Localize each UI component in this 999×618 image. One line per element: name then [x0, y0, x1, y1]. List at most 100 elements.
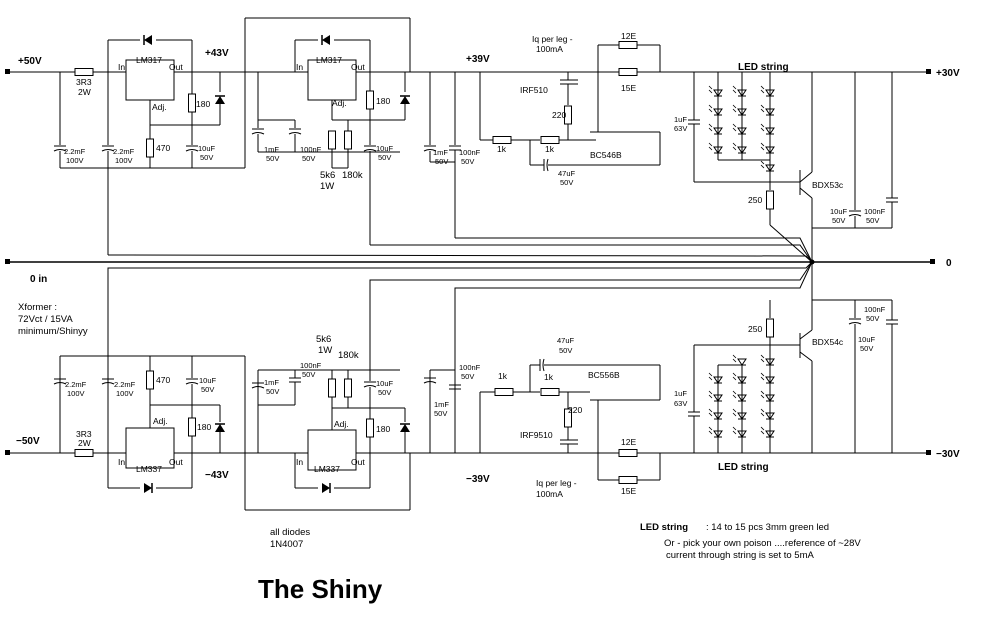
svg-text:1k: 1k [544, 372, 554, 382]
annotations: Iq per leg - 100mA LED string LED string… [18, 34, 861, 604]
svg-text:50V: 50V [378, 153, 391, 162]
page-title: The Shiny [258, 574, 383, 604]
svg-text:180: 180 [376, 96, 390, 106]
led-string-top: LED string [738, 62, 789, 73]
svg-text:BDX53c: BDX53c [812, 180, 844, 190]
svg-text:50V: 50V [435, 157, 448, 166]
pin-out-label: Out [169, 62, 183, 72]
svg-text:63V: 63V [674, 399, 687, 408]
svg-text:2.2mF: 2.2mF [65, 380, 87, 389]
svg-text:100nF: 100nF [864, 305, 886, 314]
svg-text:1mF: 1mF [264, 145, 279, 154]
svg-text:5k6: 5k6 [320, 170, 335, 181]
svg-text:50V: 50V [461, 157, 474, 166]
svg-text:1uF: 1uF [674, 115, 687, 124]
svg-text:50V: 50V [461, 372, 474, 381]
regulator-labels: LM317 In Out Adj. LM317 In Out Adj. LM33… [118, 55, 365, 474]
svg-text:1k: 1k [497, 144, 507, 154]
led-note-3: current through string is set to 5mA [666, 550, 815, 561]
svg-text:63V: 63V [674, 124, 687, 133]
iq-note-top-2: 100mA [536, 44, 563, 54]
svg-text:470: 470 [156, 143, 170, 153]
pin-out-label: Out [169, 457, 183, 467]
svg-text:50V: 50V [559, 346, 572, 355]
pin-in-label: In [118, 457, 125, 467]
svg-text:50V: 50V [860, 344, 873, 353]
svg-text:250: 250 [748, 324, 762, 334]
label-plus-43v: +43V [205, 48, 229, 59]
led-note-2: Or - pick your own poison ....reference … [664, 538, 861, 549]
svg-text:100nF: 100nF [459, 148, 481, 157]
xformer-note-2: 72Vct / 15VA [18, 314, 73, 325]
svg-text:100V: 100V [66, 156, 84, 165]
label-minus-30v: −30V [936, 449, 960, 460]
pin-adj-label: Adj. [152, 102, 167, 112]
ground-bus [5, 168, 935, 370]
pin-in-label: In [296, 457, 303, 467]
svg-text:10uF: 10uF [199, 376, 217, 385]
svg-text:IRF510: IRF510 [520, 85, 548, 95]
pin-adj-label: Adj. [153, 416, 168, 426]
rail-labels: +50V +43V +39V +30V 0 in 0 −50V −43V −39… [16, 48, 960, 485]
pin-adj-label: Adj. [332, 98, 347, 108]
lm317-2-label: LM317 [316, 55, 342, 65]
label-plus-39v: +39V [466, 54, 490, 65]
svg-text:100V: 100V [115, 156, 133, 165]
svg-text:1k: 1k [498, 371, 508, 381]
label-minus-50v: −50V [16, 436, 40, 447]
svg-text:IRF9510: IRF9510 [520, 430, 553, 440]
svg-text:50V: 50V [866, 216, 879, 225]
svg-text:50V: 50V [378, 388, 391, 397]
led-string-bottom: LED string [718, 462, 769, 473]
svg-text:1uF: 1uF [674, 389, 687, 398]
iq-note-bottom-1: Iq per leg - [536, 478, 577, 488]
svg-text:180: 180 [376, 424, 390, 434]
led-note-1: : 14 to 15 pcs 3mm green led [706, 522, 829, 533]
svg-text:12E: 12E [621, 437, 636, 447]
svg-text:1k: 1k [545, 144, 555, 154]
negative-supply [5, 262, 931, 511]
label-zero: 0 [946, 258, 952, 269]
xformer-note-1: Xformer : [18, 302, 57, 313]
svg-text:100nF: 100nF [864, 207, 886, 216]
led-note-label: LED string [640, 522, 688, 533]
svg-text:10uF: 10uF [830, 207, 848, 216]
diodes-note-2: 1N4007 [270, 539, 303, 550]
svg-text:2.2mF: 2.2mF [113, 147, 135, 156]
svg-text:180k: 180k [338, 350, 359, 361]
svg-text:3R3: 3R3 [76, 429, 92, 439]
svg-text:50V: 50V [434, 409, 447, 418]
positive-supply [5, 17, 931, 262]
pin-adj-label: Adj. [334, 419, 349, 429]
svg-text:220: 220 [568, 405, 582, 415]
svg-text:2W: 2W [78, 87, 91, 97]
svg-text:10uF: 10uF [198, 144, 216, 153]
svg-text:50V: 50V [200, 153, 213, 162]
pin-out-label: Out [351, 457, 365, 467]
svg-text:100V: 100V [67, 389, 85, 398]
svg-text:180k: 180k [342, 170, 363, 181]
pin-in-label: In [118, 62, 125, 72]
svg-text:50V: 50V [866, 314, 879, 323]
label-zero-in: 0 in [30, 274, 47, 285]
diodes-note-1: all diodes [270, 527, 310, 538]
svg-text:50V: 50V [201, 385, 214, 394]
iq-note-top-1: Iq per leg - [532, 34, 573, 44]
svg-text:1mF: 1mF [433, 148, 448, 157]
svg-text:15E: 15E [621, 83, 636, 93]
pin-in-label: In [296, 62, 303, 72]
svg-text:50V: 50V [266, 154, 279, 163]
svg-text:BC556B: BC556B [588, 370, 620, 380]
xformer-note-3: minimum/Shinyy [18, 326, 88, 337]
svg-text:5k6: 5k6 [316, 334, 331, 345]
svg-text:47uF: 47uF [558, 169, 576, 178]
svg-text:1W: 1W [318, 345, 332, 356]
lm337-2-label: LM337 [314, 464, 340, 474]
svg-text:10uF: 10uF [858, 335, 876, 344]
svg-text:1W: 1W [320, 181, 334, 192]
label-minus-39v: −39V [466, 474, 490, 485]
svg-text:50V: 50V [302, 154, 315, 163]
svg-text:1mF: 1mF [434, 400, 449, 409]
